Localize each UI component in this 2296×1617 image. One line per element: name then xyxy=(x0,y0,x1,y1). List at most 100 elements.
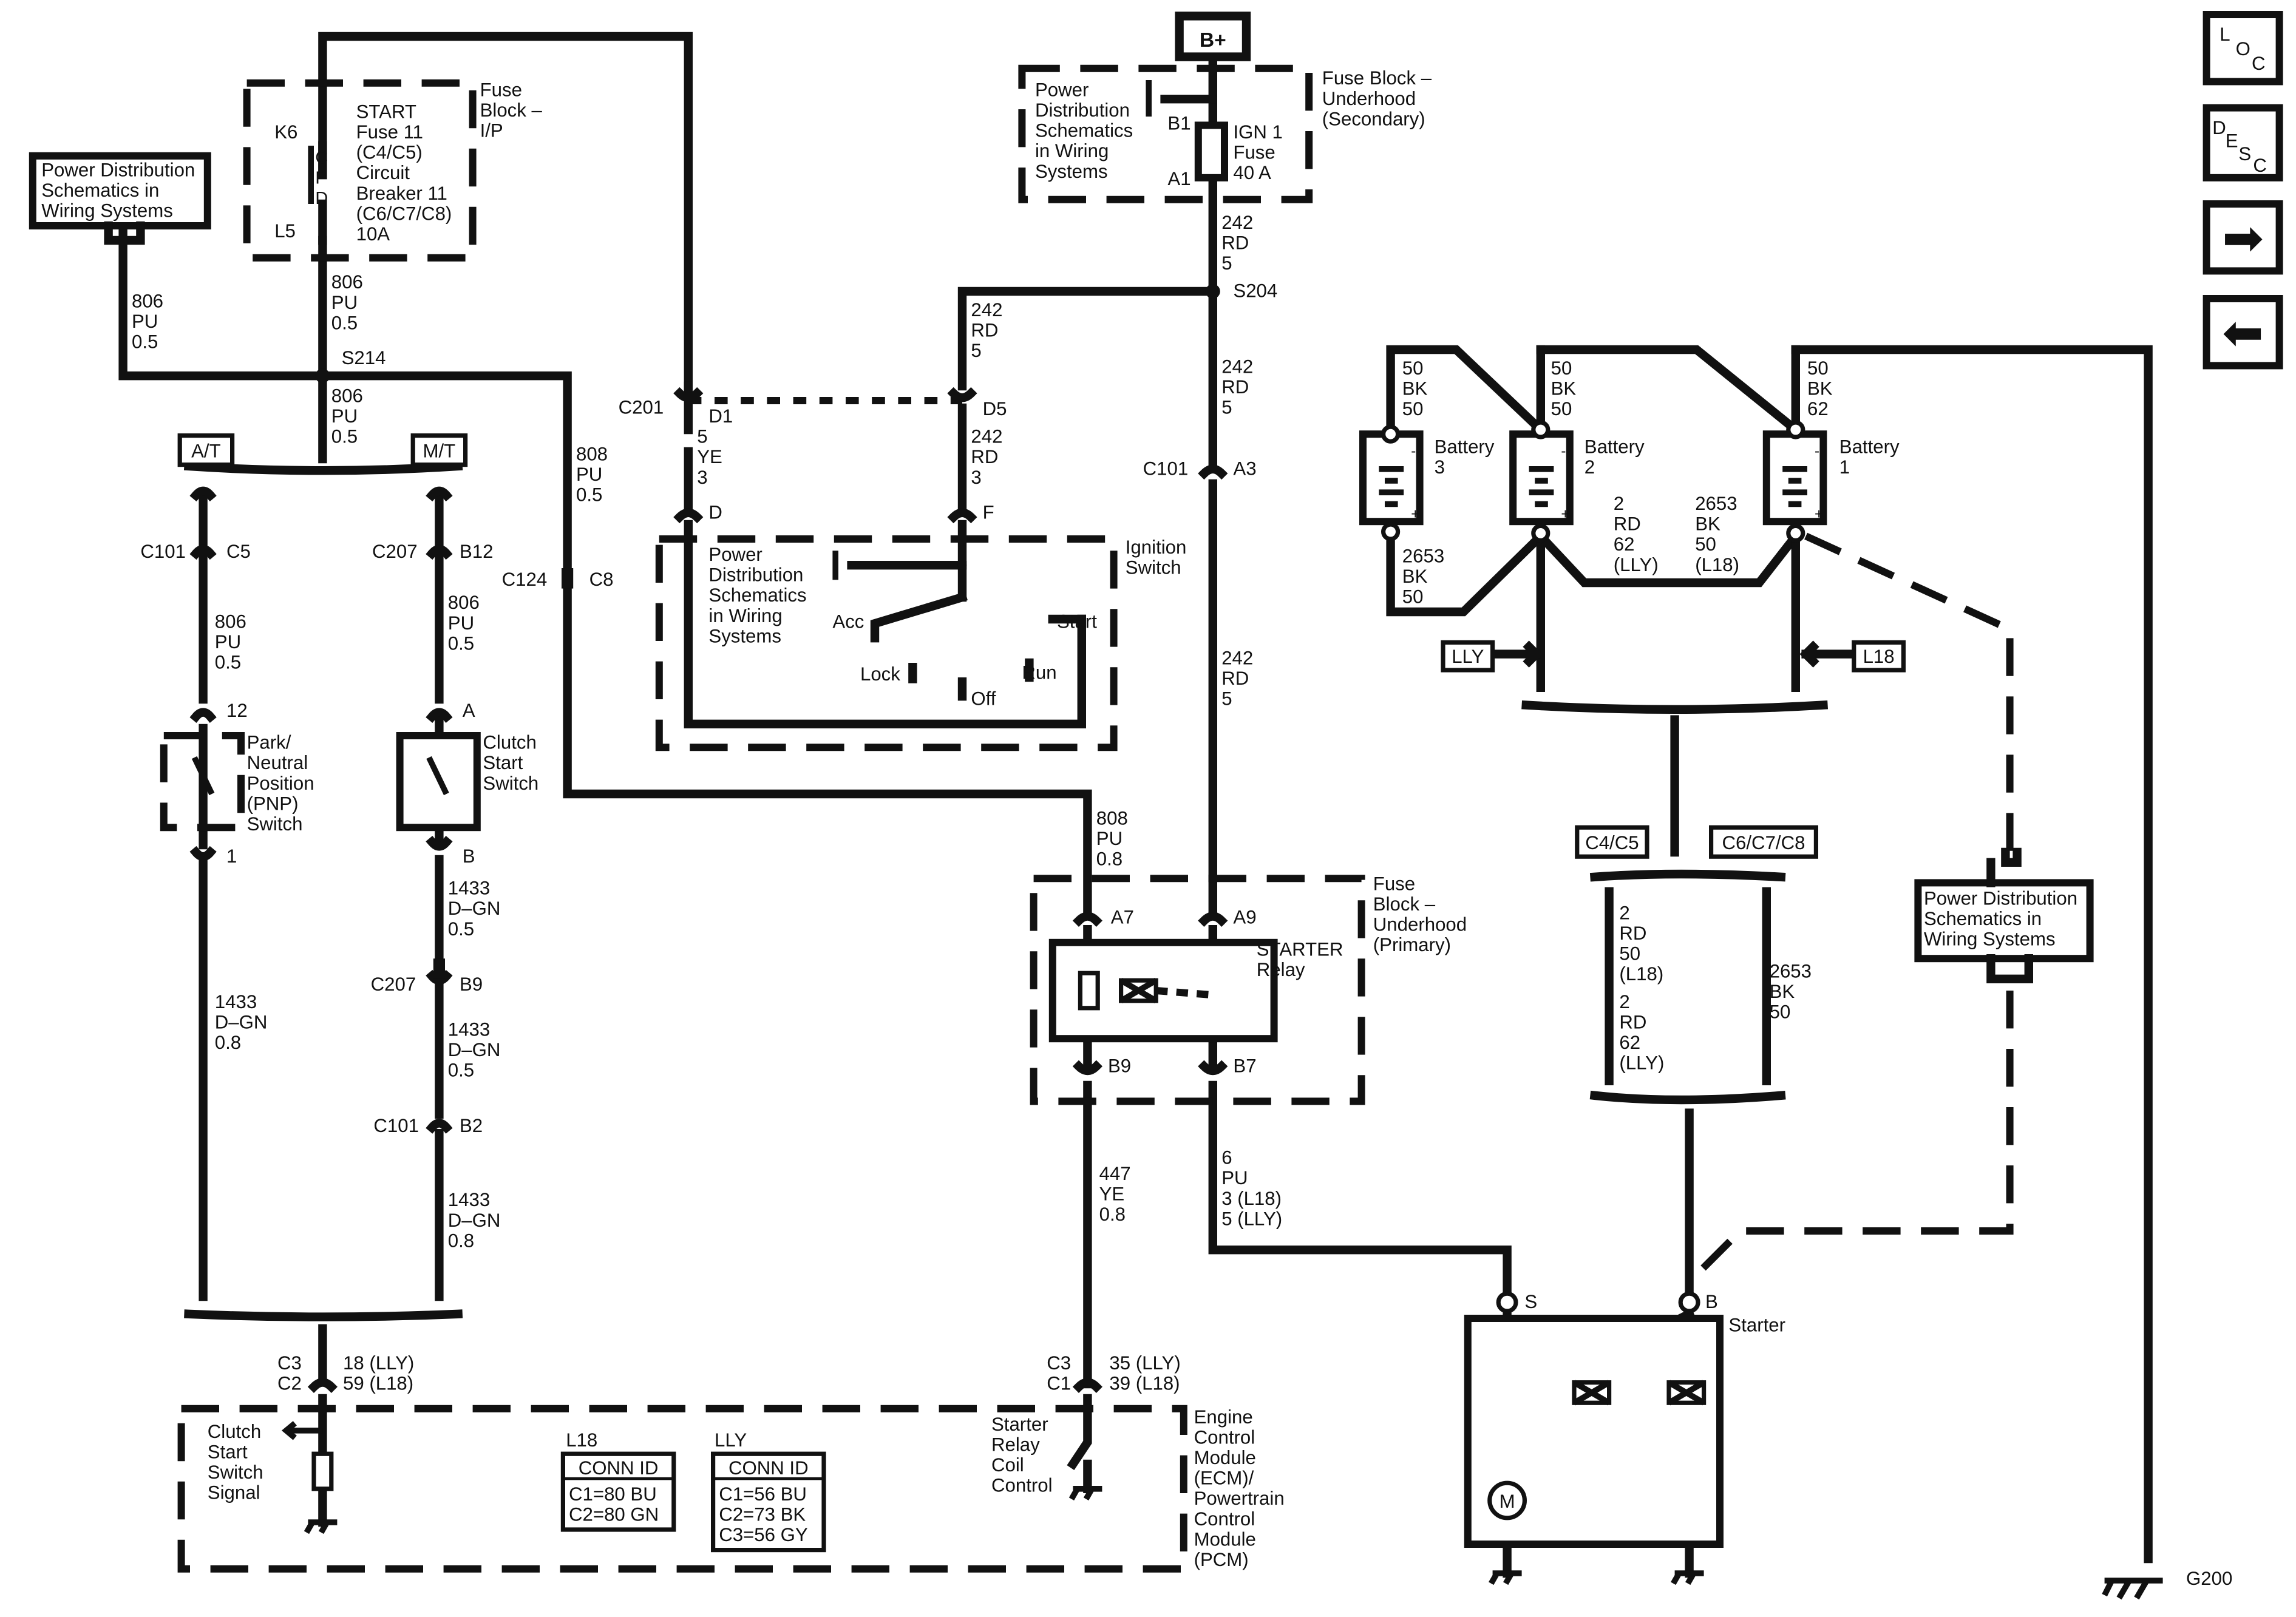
clutch-signal-3: Switch xyxy=(208,1462,263,1483)
battery-3-label-2: 3 xyxy=(1435,456,1445,478)
ecm-left-pin-2: 59 (L18) xyxy=(343,1373,413,1394)
pnp-switch-1: Park/ xyxy=(247,732,291,753)
wire-242-top-1: 242 xyxy=(1221,212,1253,233)
ecm-title-7: Module xyxy=(1194,1528,1256,1550)
pnp-switch-2: Neutral xyxy=(247,752,308,773)
desc-button[interactable]: D E S C xyxy=(2203,104,2283,181)
pds-ign-line-1: Power xyxy=(708,544,762,565)
wire-242-top-2: RD xyxy=(1221,232,1249,253)
fuse-block-primary-3: Underhood xyxy=(1373,914,1467,935)
wire-2653-left-3: 50 xyxy=(1402,586,1424,608)
wire-6-3: 3 (L18) xyxy=(1221,1188,1282,1209)
ecm-title-3: Module xyxy=(1194,1447,1256,1468)
wire-2-mid-3: 62 xyxy=(1614,534,1635,555)
desc-letter-c: C xyxy=(2253,155,2267,176)
pin-b1: B1 xyxy=(1167,113,1190,134)
c4c5-tag: C4/C5 xyxy=(1585,832,1639,853)
wire-808-left-3: 0.5 xyxy=(576,484,602,506)
wire-2653-mid-2: BK xyxy=(1695,514,1720,535)
start-fuse-7: 10A xyxy=(356,223,390,245)
ign-fuse-3: 40 A xyxy=(1233,162,1271,183)
pin-b9-relay: B9 xyxy=(1108,1055,1131,1076)
desc-letter-d: D xyxy=(2212,117,2226,138)
connector-c207-b9: C207 xyxy=(371,974,416,995)
wire-2653-mid-1: 2653 xyxy=(1695,493,1737,514)
wire-c4-5: 2 xyxy=(1619,991,1629,1012)
battery-3-plus: + xyxy=(1411,506,1419,522)
mt-tag: M/T xyxy=(423,441,456,462)
wire-806-left-2: PU xyxy=(132,311,158,332)
pin-b12: B12 xyxy=(460,541,494,562)
start-fuse-2: Fuse 11 xyxy=(356,121,423,143)
pds-ign-line-3: Schematics xyxy=(708,585,806,606)
battery-1-label-2: 1 xyxy=(1839,456,1850,478)
battery-2-plus: + xyxy=(1561,506,1569,522)
wire-2-mid-2: RD xyxy=(1614,514,1641,535)
desc-letter-e: E xyxy=(2226,130,2238,151)
pin-a1: A1 xyxy=(1167,168,1190,189)
wire-242-d5top-3: 5 xyxy=(971,340,981,361)
wire-b2-3: 50 xyxy=(1551,398,1572,419)
wire-447-2: YE xyxy=(1099,1184,1125,1205)
wire-c4-7: 62 xyxy=(1619,1032,1640,1053)
fuse-block-secondary-2: Underhood xyxy=(1322,88,1416,109)
ign-off: Off xyxy=(971,688,996,710)
left-top-labels: Power Distribution Schematics in Wiring … xyxy=(41,79,608,505)
pds-right-line-3: Wiring Systems xyxy=(1924,929,2056,950)
wire-806-at-3: 0.5 xyxy=(215,652,241,673)
pin-b9-mt: B9 xyxy=(460,974,483,995)
wire-806-left-3: 0.5 xyxy=(132,331,158,353)
pin-a9: A9 xyxy=(1233,907,1256,928)
pin-a3: A3 xyxy=(1233,458,1256,479)
wire-b3-1: 50 xyxy=(1402,358,1424,379)
pds-box-left[interactable] xyxy=(29,152,211,229)
wire-806-mt-3: 0.5 xyxy=(448,632,474,654)
relay-coil-4: Control xyxy=(991,1475,1053,1496)
pds-left-line-3: Wiring Systems xyxy=(41,200,173,222)
ecm-title-2: Control xyxy=(1194,1426,1255,1448)
relay-coil-1: Starter xyxy=(991,1414,1048,1435)
mt-branch-labels: C207 B12 806 PU 0.5 A Clutch Start Switc… xyxy=(371,541,614,1251)
battery-labels: 50 BK 50 50 BK 50 50 BK 62 Battery 3 Bat… xyxy=(1402,358,2077,1074)
pin-c5: C5 xyxy=(226,541,251,562)
loc-button[interactable]: L O C xyxy=(2203,11,2283,86)
wire-5-ye-3: 3 xyxy=(697,467,707,488)
wire-1433-b-2: D–GN xyxy=(448,898,501,919)
wire-1433-b9-3: 0.5 xyxy=(448,1060,474,1081)
at-branch-labels: C101 C5 806 PU 0.5 12 Park/ Neutral Posi… xyxy=(140,541,314,1053)
clutch-switch-3: Switch xyxy=(483,773,538,794)
prev-page-button[interactable]: ⬅ xyxy=(2203,294,2283,370)
pin-b-clutch: B xyxy=(463,846,475,867)
connector-c101-b2: C101 xyxy=(373,1115,419,1136)
b-plus-box xyxy=(1175,12,1251,61)
ecm-title-5: Powertrain xyxy=(1194,1488,1285,1509)
symbols xyxy=(104,80,2163,1600)
next-page-button[interactable]: ➡ xyxy=(2203,200,2283,275)
clutch-switch-2: Start xyxy=(483,752,523,773)
wire-242-d5-1: 242 xyxy=(971,426,1002,447)
wire-2653-mid-4: (L18) xyxy=(1695,554,1739,575)
component-outlines xyxy=(160,64,1365,1573)
pin-b2: B2 xyxy=(460,1115,483,1136)
l18-table-row-1: C1=80 BU xyxy=(569,1483,657,1505)
lly-table-row-3: C3=56 GY xyxy=(719,1524,808,1545)
pds-box-right[interactable] xyxy=(1914,879,2094,963)
start-fuse-4: Circuit xyxy=(356,162,410,183)
wire-c4-4: (L18) xyxy=(1619,963,1663,985)
battery-2-label-1: Battery xyxy=(1584,436,1645,457)
wire-b3-3: 50 xyxy=(1402,398,1424,419)
connector-c207-b12: C207 xyxy=(372,541,418,562)
relay-coil-3: Coil xyxy=(991,1454,1024,1476)
wire-242-low-3: 5 xyxy=(1221,688,1232,710)
fuse-block-secondary-3: (Secondary) xyxy=(1322,108,1425,129)
pds-ign-line-4: in Wiring xyxy=(708,605,782,626)
arrow-right-icon: ➡ xyxy=(2222,211,2263,266)
wire-808-left-1: 808 xyxy=(576,443,608,464)
wire-5-ye-2: YE xyxy=(697,446,722,467)
wire-806-mt-1: 806 xyxy=(448,592,480,613)
wire-1433-b9-1: 1433 xyxy=(448,1019,490,1040)
ecm-resistor xyxy=(311,1451,334,1491)
relay-labels: 808 PU 0.8 A7 A9 STARTER Relay Fuse Bloc… xyxy=(1096,807,1467,1229)
wire-808-relay-1: 808 xyxy=(1096,807,1128,829)
